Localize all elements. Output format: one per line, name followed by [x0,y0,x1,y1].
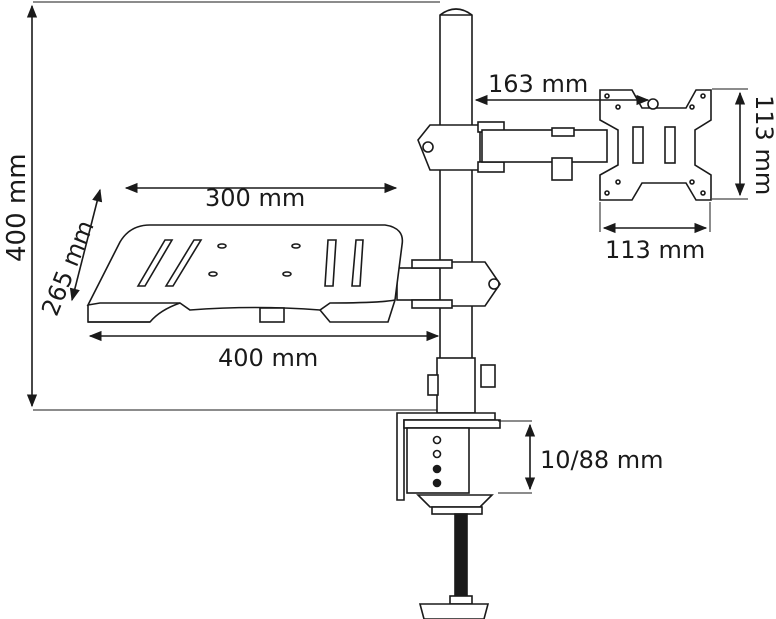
vesa-plate [599,89,712,201]
laptop-tray [86,224,404,323]
label-arm-reach: 163 mm [488,70,589,98]
tray-dimensions [69,182,440,342]
clamp-screw [418,513,490,619]
desk-clamp [396,412,536,515]
label-total-height: 400 mm [2,153,32,262]
pole [439,8,473,411]
label-tray-reach: 400 mm [218,344,319,372]
label-vesa-height: 113 mm [750,95,776,196]
height-dimension [26,1,440,411]
arm-dimensions [474,88,748,234]
label-vesa-width: 113 mm [605,236,706,264]
label-tray-top-width: 300 mm [205,184,306,212]
label-clamp-range: 10/88 mm [540,446,664,474]
pole-collar [427,357,496,414]
tray-arm [396,259,501,309]
monitor-arm [417,121,608,181]
